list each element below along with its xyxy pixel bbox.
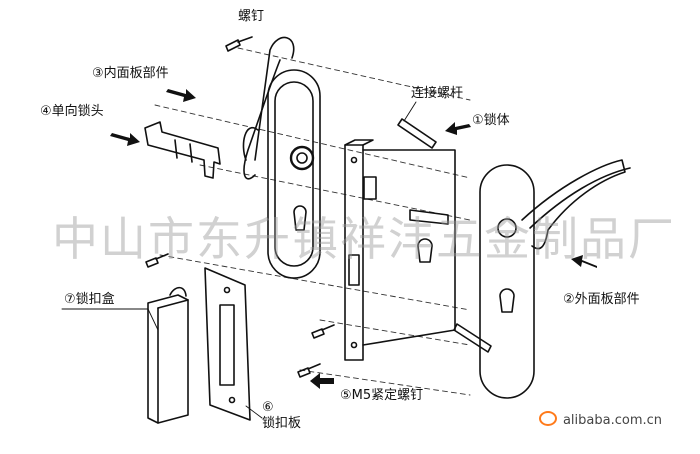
one-way-cylinder-part bbox=[144, 121, 221, 179]
label-strike-box-number: ⑦ bbox=[64, 292, 76, 307]
label-one-way-cylinder-text: 单向锁头 bbox=[51, 104, 104, 119]
label-inner-panel-number: ③ bbox=[92, 66, 104, 81]
arrow-lock-body bbox=[445, 122, 471, 135]
alibaba-logo-icon bbox=[538, 411, 557, 426]
top-screw bbox=[225, 36, 253, 52]
label-strike-plate-number: ⑥ bbox=[262, 400, 274, 415]
label-outer-panel-text: 外面板部件 bbox=[574, 292, 640, 307]
label-strike-box-text: 锁扣盒 bbox=[75, 292, 115, 307]
arrow-m5-screw bbox=[310, 373, 334, 389]
inner-panel-part bbox=[242, 36, 321, 279]
label-inner-panel-text: 内面板部件 bbox=[103, 66, 169, 81]
label-lock-body: ①锁体 bbox=[472, 113, 510, 129]
leader-lines bbox=[61, 101, 417, 419]
label-strike-box: ⑦锁扣盒 bbox=[64, 292, 115, 308]
label-one-way-cylinder: ④单向锁头 bbox=[40, 104, 104, 120]
outer-panel-part bbox=[479, 159, 631, 399]
footer-brand: alibaba.com.cn bbox=[538, 411, 662, 428]
arrow-cylinder bbox=[110, 133, 140, 146]
label-strike-plate-text: 锁扣板 bbox=[262, 416, 302, 431]
label-lock-body-number: ① bbox=[472, 113, 484, 128]
strike-plate-part bbox=[204, 267, 251, 421]
lock-body-part bbox=[344, 139, 456, 361]
arrow-inner-panel bbox=[166, 89, 196, 102]
label-connecting-bolt: 连接螺杆 bbox=[411, 86, 464, 101]
label-inner-panel: ③内面板部件 bbox=[92, 66, 169, 82]
connecting-bolts bbox=[397, 118, 492, 353]
label-m5-screw-text: M5紧定螺钉 bbox=[351, 388, 424, 403]
direction-arrows bbox=[110, 89, 597, 389]
label-outer-panel: ②外面板部件 bbox=[563, 292, 640, 308]
label-m5-screw: ⑤M5紧定螺钉 bbox=[340, 388, 423, 404]
label-outer-panel-number: ② bbox=[563, 292, 575, 307]
label-screw: 螺钉 bbox=[238, 9, 265, 24]
label-strike-plate: ⑥ 锁扣板 bbox=[262, 400, 301, 432]
small-screws bbox=[145, 253, 335, 378]
footer-text: alibaba.com.cn bbox=[562, 413, 662, 428]
strike-box-part bbox=[147, 286, 189, 424]
label-lock-body-text: 锁体 bbox=[483, 113, 510, 128]
arrow-outer-panel bbox=[571, 255, 597, 268]
label-m5-screw-number: ⑤ bbox=[340, 388, 352, 403]
watermark: 中山市东升镇祥沣五金制品厂 bbox=[52, 212, 676, 266]
label-one-way-cylinder-number: ④ bbox=[40, 104, 52, 119]
